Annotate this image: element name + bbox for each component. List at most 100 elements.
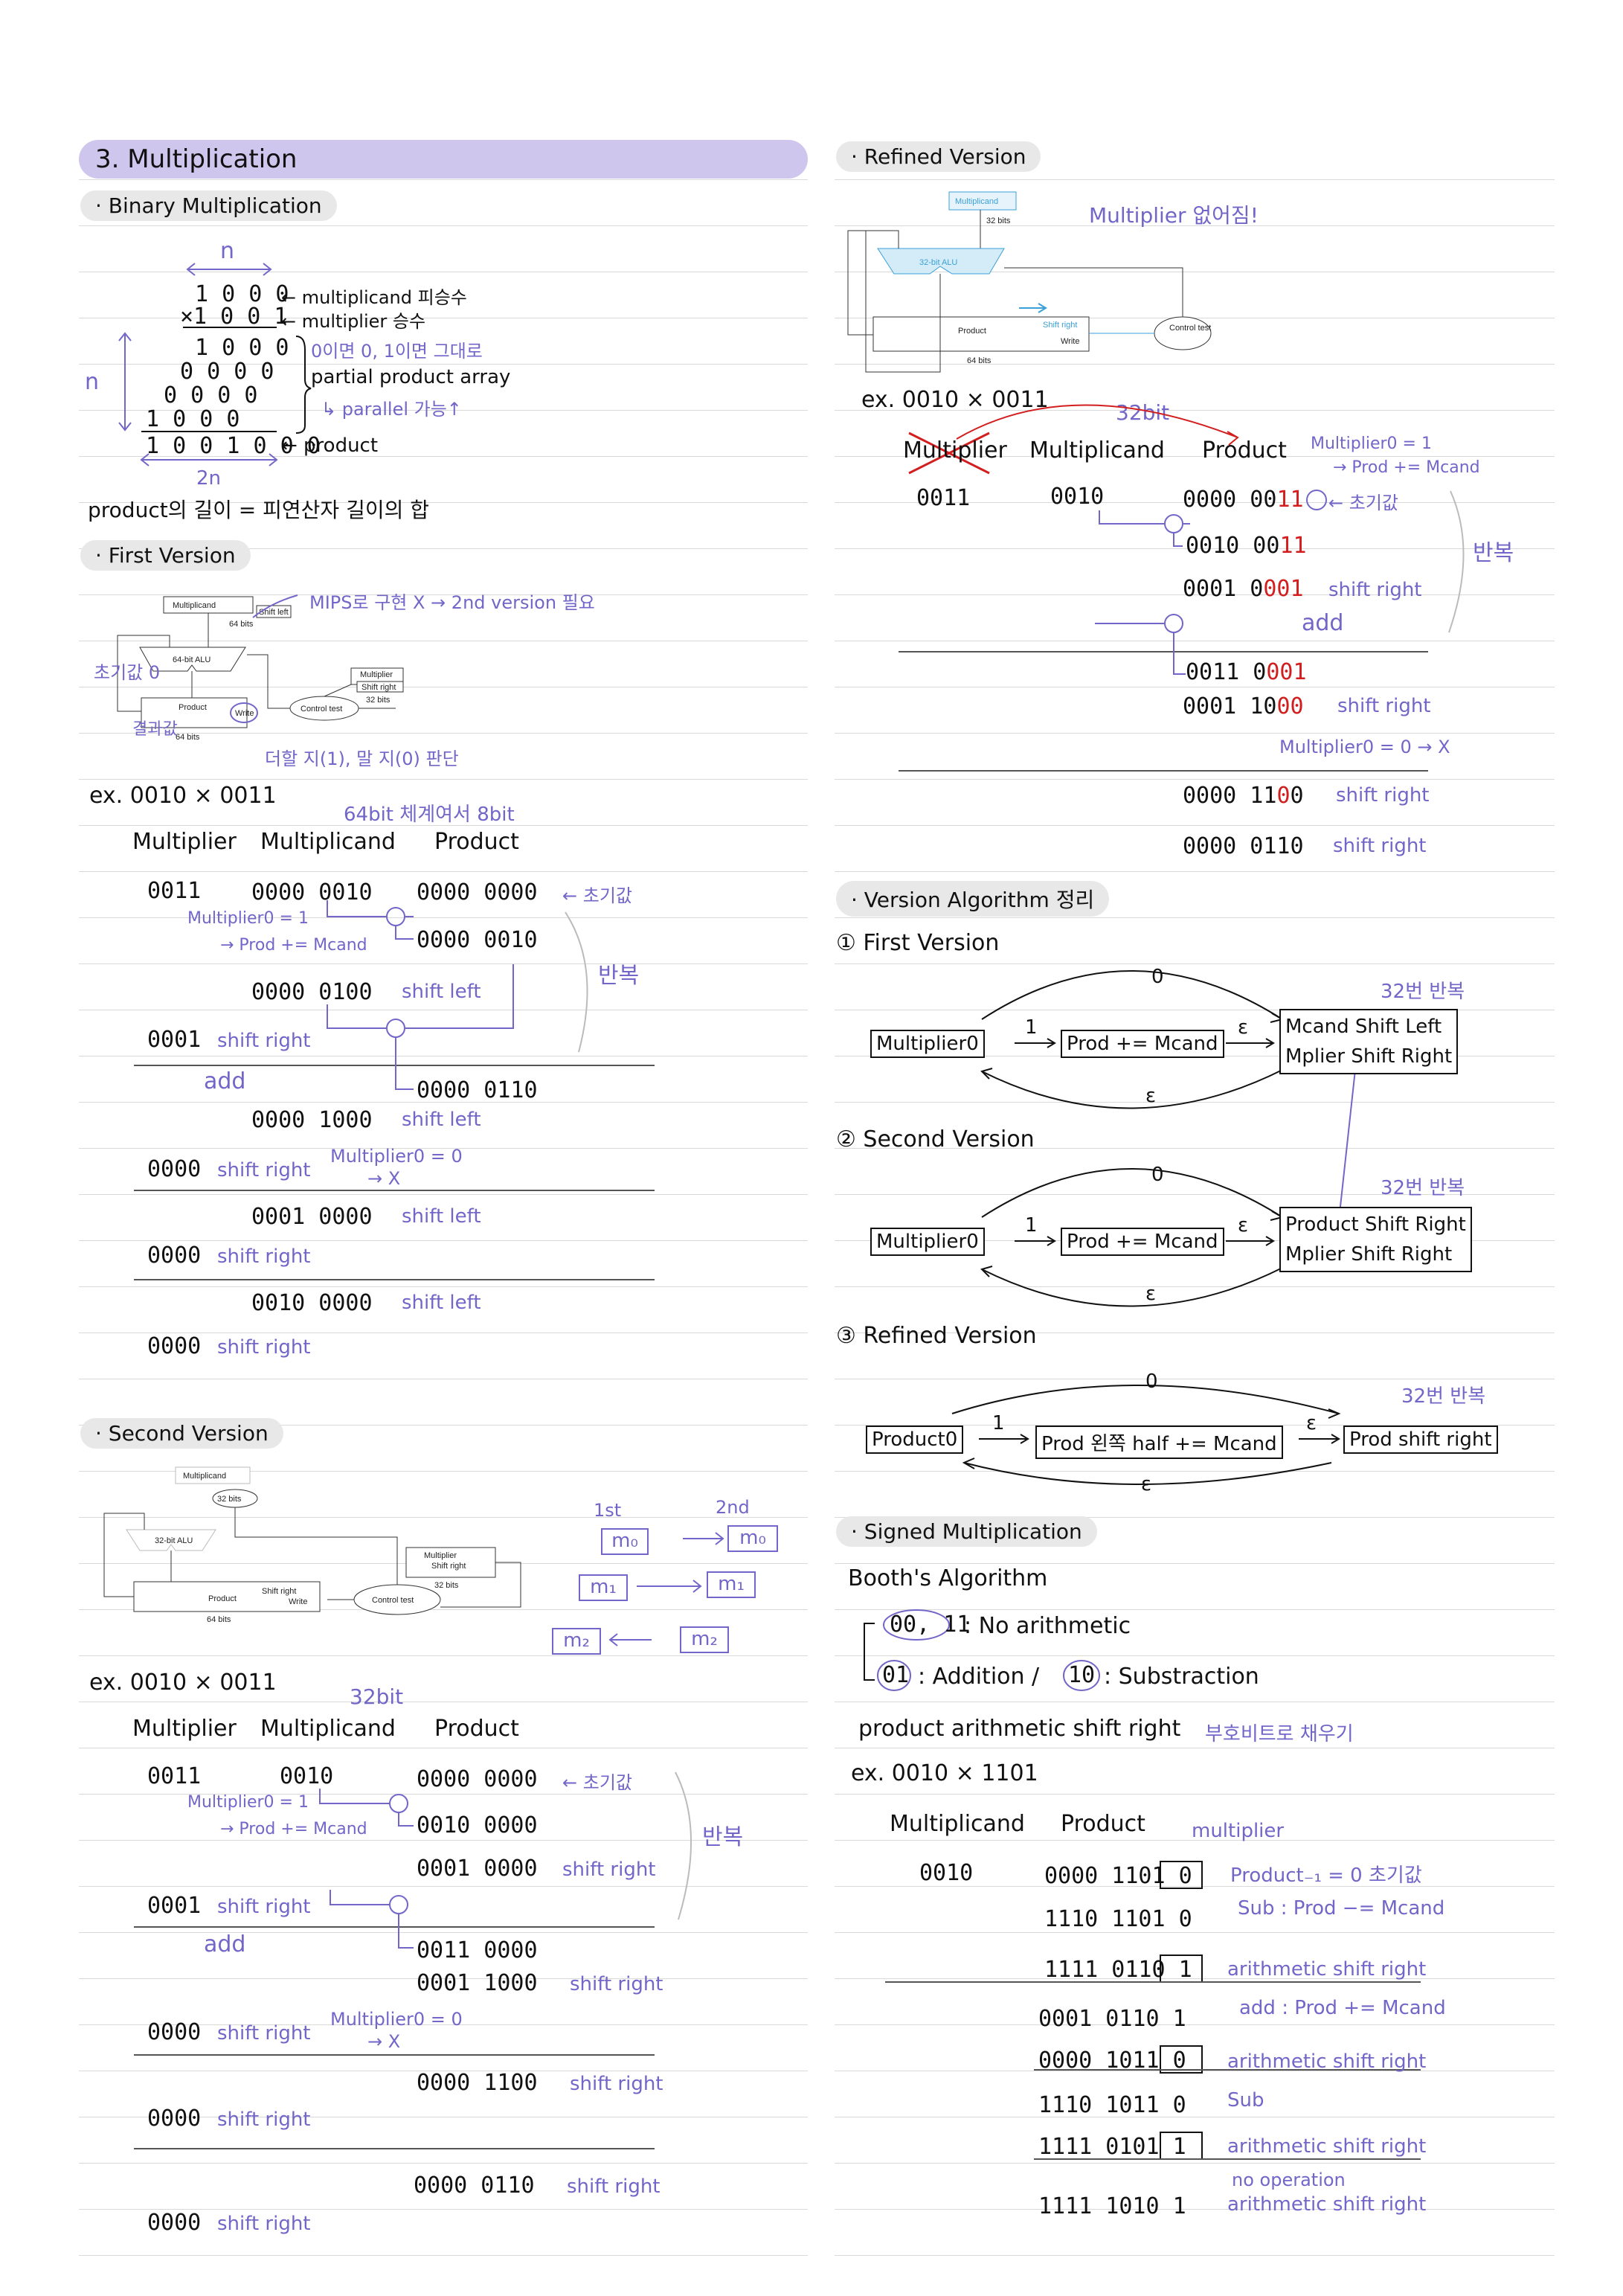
fv-n2: → Prod += Mcand (220, 936, 367, 955)
rv-l6-product-tail: 0 (1290, 783, 1304, 809)
sv-l11-multiplier: 0000 (147, 2210, 202, 2236)
algo-v1-box-c1: Mcand Shift Left (1285, 1016, 1442, 1038)
fv-l1-multiplicand: 0000 0010 (251, 879, 373, 905)
sv-l1-note: ← 초기값 (562, 1772, 632, 1793)
signed-example: ex. 0010 × 1101 (851, 1760, 1038, 1786)
booth-row-4: 0001 0110 1 (1038, 2006, 1186, 2032)
sv-bit-note: 32bit (350, 1684, 404, 1709)
fv-l8-multiplicand: 0001 0000 (251, 1204, 373, 1230)
fv-l10-note: shift left (402, 1292, 481, 1314)
fv-example: ex. 0010 × 0011 (89, 783, 277, 809)
sv-l1-multiplicand: 0010 (280, 1763, 334, 1789)
sv-m0-second: m₀ (727, 1525, 778, 1552)
fv-col-product: Product (434, 829, 519, 855)
algo-v3-box-b: Prod 왼쪽 half += Mcand (1035, 1426, 1283, 1459)
fv-result-note: 결과값 (132, 720, 178, 739)
fv-l6-multiplicand: 0000 1000 (251, 1107, 373, 1133)
left-column (79, 0, 808, 2296)
rv-l1-multiplicand: 0010 (1050, 484, 1105, 510)
binary-row-7: 1 0 0 1 0 0 0 (146, 433, 321, 459)
fv-l6-note: shift left (402, 1109, 481, 1131)
sv-l7-note: shift right (217, 2022, 311, 2045)
sv-example: ex. 0010 × 0011 (89, 1670, 277, 1696)
sv-control-label: Control test (372, 1596, 414, 1605)
booth-case-2-text: : Addition / (918, 1664, 1040, 1690)
binary-row-3: 1 0 0 0 (195, 335, 289, 361)
binary-row-2: ×1 0 0 1 (180, 304, 288, 330)
sv-second-label: 2nd (716, 1497, 750, 1518)
binary-row-5: 0 0 0 0 (164, 382, 258, 408)
sv-l6-note: shift right (570, 1973, 663, 1995)
rv-l3-product-black: 0001 0 (1183, 576, 1264, 602)
fv-l5-product: 0000 0110 (417, 1077, 538, 1103)
binary-row-1: 1 0 0 0 (195, 281, 289, 307)
algo-v3-one: 1 (992, 1412, 1005, 1434)
booth-row-1-sub: Sub : Prod −= Mcand (1238, 1897, 1445, 1920)
rv-product-label: Product (958, 327, 986, 336)
sv-l1-product: 0000 0000 (417, 1766, 538, 1792)
sv-col-multiplier: Multiplier (132, 1716, 237, 1742)
rv-l1-product-black: 0000 00 (1183, 487, 1277, 513)
rv-l1-multiplier: 0011 (916, 485, 971, 511)
rv-l4-product: 0011 0001 (1186, 659, 1307, 685)
algo-v1-box-a: Multiplier0 (870, 1030, 985, 1058)
fv-decide-note: 더할 지(1), 말 지(0) 판단 (265, 748, 459, 769)
sv-l11-note: shift right (217, 2213, 311, 2235)
rv-l6-product: 0000 1100 (1183, 783, 1304, 809)
sv-n1: Multiplier0 = 1 (187, 1793, 309, 1812)
booth-row-8: 1111 1010 1 (1038, 2193, 1186, 2219)
fv-l7-n1: Multiplier0 = 0 (330, 1146, 463, 1167)
booth-case-3: 10 (1068, 1662, 1096, 1688)
first-version-heading: · First Version (80, 540, 251, 571)
rv-control-label: Control test (1169, 324, 1211, 333)
sv-l3-note: shift right (562, 1859, 656, 1881)
sv-first-label: 1st (594, 1500, 622, 1521)
sv-l9-multiplier: 0000 (147, 2106, 202, 2132)
first-version-diagram: Multiplicand Shift left 64 bits 64-bit A… (117, 594, 404, 742)
algo-v2-zero: 0 (1151, 1164, 1164, 1186)
algo-v1-zero: 0 (1151, 966, 1164, 988)
binary-row-7-note: ← product (281, 434, 379, 457)
booth-case-1: 00, 11 (890, 1612, 971, 1638)
algo-v2-one: 1 (1025, 1214, 1038, 1237)
algo-v2-repeat: 32번 반복 (1381, 1177, 1465, 1199)
fv-alu-label: 64-bit ALU (173, 655, 210, 664)
booth-row-7-noop: no operation (1232, 2170, 1346, 2190)
binary-row-2-note: ← multiplier 승수 (281, 311, 426, 332)
booth-row-5-sub: Sub (1227, 2089, 1264, 2111)
fv-32bits: 32 bits (366, 696, 391, 705)
booth-row-2: 1110 1101 0 (1044, 1906, 1192, 1932)
n-left-label: n (85, 369, 100, 395)
sv-l7-n2: → X (367, 2031, 401, 2052)
algo-v1-repeat: 32번 반복 (1381, 981, 1465, 1003)
fv-multiplier-label: Multiplier (360, 670, 393, 679)
sv-l7-multiplier: 0000 (147, 2019, 202, 2045)
second-version-heading: · Second Version (80, 1418, 283, 1449)
algo-v3-zero: 0 (1145, 1370, 1158, 1393)
rv-l3-product: 0001 0001 (1183, 576, 1304, 602)
sv-l2-product: 0010 0000 (417, 1812, 538, 1838)
sv-product-label: Product (208, 1594, 237, 1603)
algo-v1-one: 1 (1025, 1016, 1038, 1039)
algo-v3-eps-a: ε (1306, 1412, 1317, 1434)
algo-v1-eps-a: ε (1238, 1016, 1249, 1039)
sv-n2: → Prod += Mcand (220, 1820, 367, 1838)
fv-l8-note: shift left (402, 1205, 481, 1228)
algo-v2-eps-a: ε (1238, 1214, 1249, 1237)
sv-64bits: 64 bits (207, 1615, 231, 1624)
sv-l8-product: 0000 1100 (417, 2070, 538, 2096)
binary-row-5-note: ↳ parallel 가능↑ (321, 399, 462, 420)
algo-v2-box-a: Multiplier0 (870, 1228, 985, 1256)
algo-v2-box-b: Prod += Mcand (1061, 1228, 1224, 1256)
booth-row-6: 1110 1011 0 (1038, 2092, 1186, 2118)
rv-l7-product: 0000 0110 (1183, 833, 1304, 859)
sv-multiplier-label: Multiplier (424, 1551, 457, 1560)
fv-repeat: 반복 (598, 963, 640, 989)
fv-l4-multiplier: 0001 (147, 1027, 202, 1053)
product-length-note: product의 길이 = 피연산자 길이의 합 (88, 498, 430, 522)
rv-l4-product-black: 0011 0 (1186, 659, 1267, 685)
